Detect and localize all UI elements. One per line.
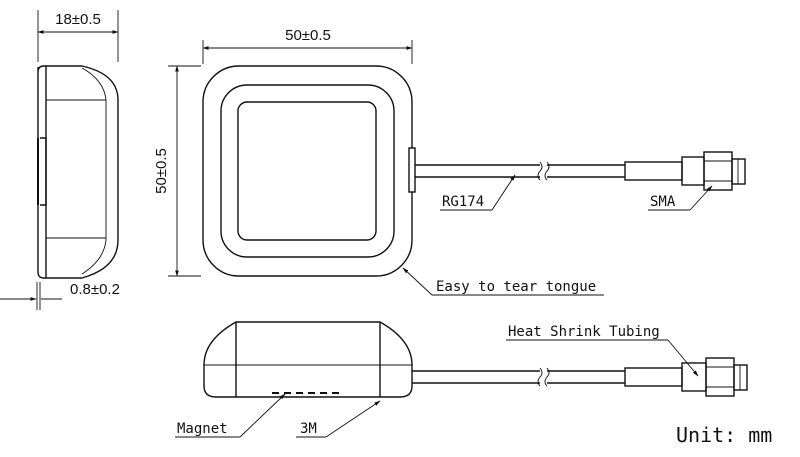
dimension-top-height: 50±0.5 — [153, 65, 201, 277]
dimension-top-width: 50±0.5 — [202, 27, 413, 64]
callout-sma-top: SMA — [648, 185, 713, 211]
dimension-side-thickness: 18±0.5 — [37, 10, 119, 62]
cable-top — [415, 151, 746, 191]
top-view — [202, 65, 416, 277]
heat-shrink-label: Heat Shrink Tubing — [508, 324, 660, 340]
rg174-label: RG174 — [442, 194, 484, 210]
sma-top-label: SMA — [650, 194, 676, 210]
side-view — [37, 65, 119, 279]
magnet-label: Magnet — [177, 421, 228, 437]
unit-label: Unit: mm — [676, 423, 772, 447]
adhesive-label: 3M — [300, 421, 317, 437]
cable-front — [412, 357, 748, 397]
callout-magnet: Magnet — [175, 393, 286, 438]
tongue-thickness-label: 0.8±0.2 — [70, 281, 120, 298]
top-width-label: 50±0.5 — [285, 27, 331, 44]
callout-heat-shrink: Heat Shrink Tubing — [506, 324, 699, 377]
callout-tongue: Easy to tear tongue — [402, 267, 604, 296]
callout-3m: 3M — [296, 400, 381, 438]
side-thickness-label: 18±0.5 — [55, 11, 101, 28]
top-height-label: 50±0.5 — [153, 148, 170, 194]
dimension-tongue-thickness: 0.8±0.2 — [0, 281, 120, 310]
tongue-label: Easy to tear tongue — [436, 279, 596, 295]
callout-rg174: RG174 — [440, 174, 516, 211]
front-view — [203, 321, 413, 398]
